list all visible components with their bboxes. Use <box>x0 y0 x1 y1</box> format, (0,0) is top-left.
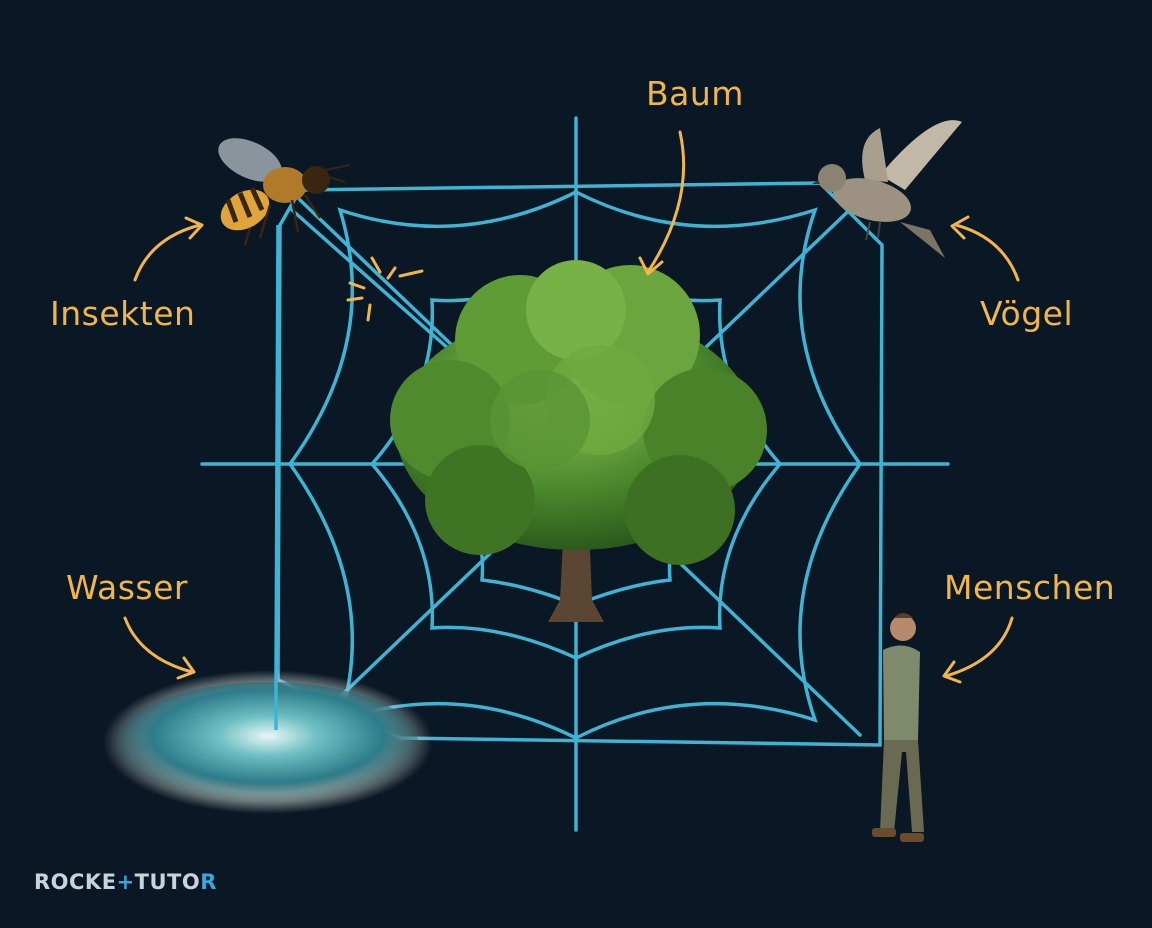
sparkle-icon <box>346 256 424 322</box>
label-insekten: Insekten <box>50 294 196 333</box>
water-pond-icon <box>103 224 433 814</box>
arrow-voegel <box>954 223 1020 282</box>
label-menschen: Menschen <box>944 568 1116 607</box>
web-ring-middle <box>369 266 783 660</box>
logo-text-3: R <box>200 870 217 894</box>
logo-text-1: ROCKE <box>34 870 117 894</box>
bee-icon <box>218 138 351 246</box>
arrow-menschen <box>944 616 1014 678</box>
arrow-insekten <box>133 223 202 282</box>
label-baum: Baum <box>646 74 744 113</box>
web-frame <box>276 181 884 747</box>
brand-logo: ROCKE+TUTOR <box>34 870 217 894</box>
label-voegel: Vögel <box>980 294 1074 333</box>
bird-icon <box>812 120 962 258</box>
web-strand-bee <box>290 208 452 352</box>
person-icon <box>872 613 924 842</box>
arrow-wasser <box>123 616 194 674</box>
web-ring-outer <box>287 190 863 740</box>
logo-plus: + <box>116 870 135 894</box>
label-arrows <box>123 130 1020 684</box>
logo-text-2: TUTO <box>134 870 201 894</box>
label-wasser: Wasser <box>66 568 188 607</box>
arrow-baum <box>646 130 686 274</box>
tree-icon <box>390 260 767 622</box>
